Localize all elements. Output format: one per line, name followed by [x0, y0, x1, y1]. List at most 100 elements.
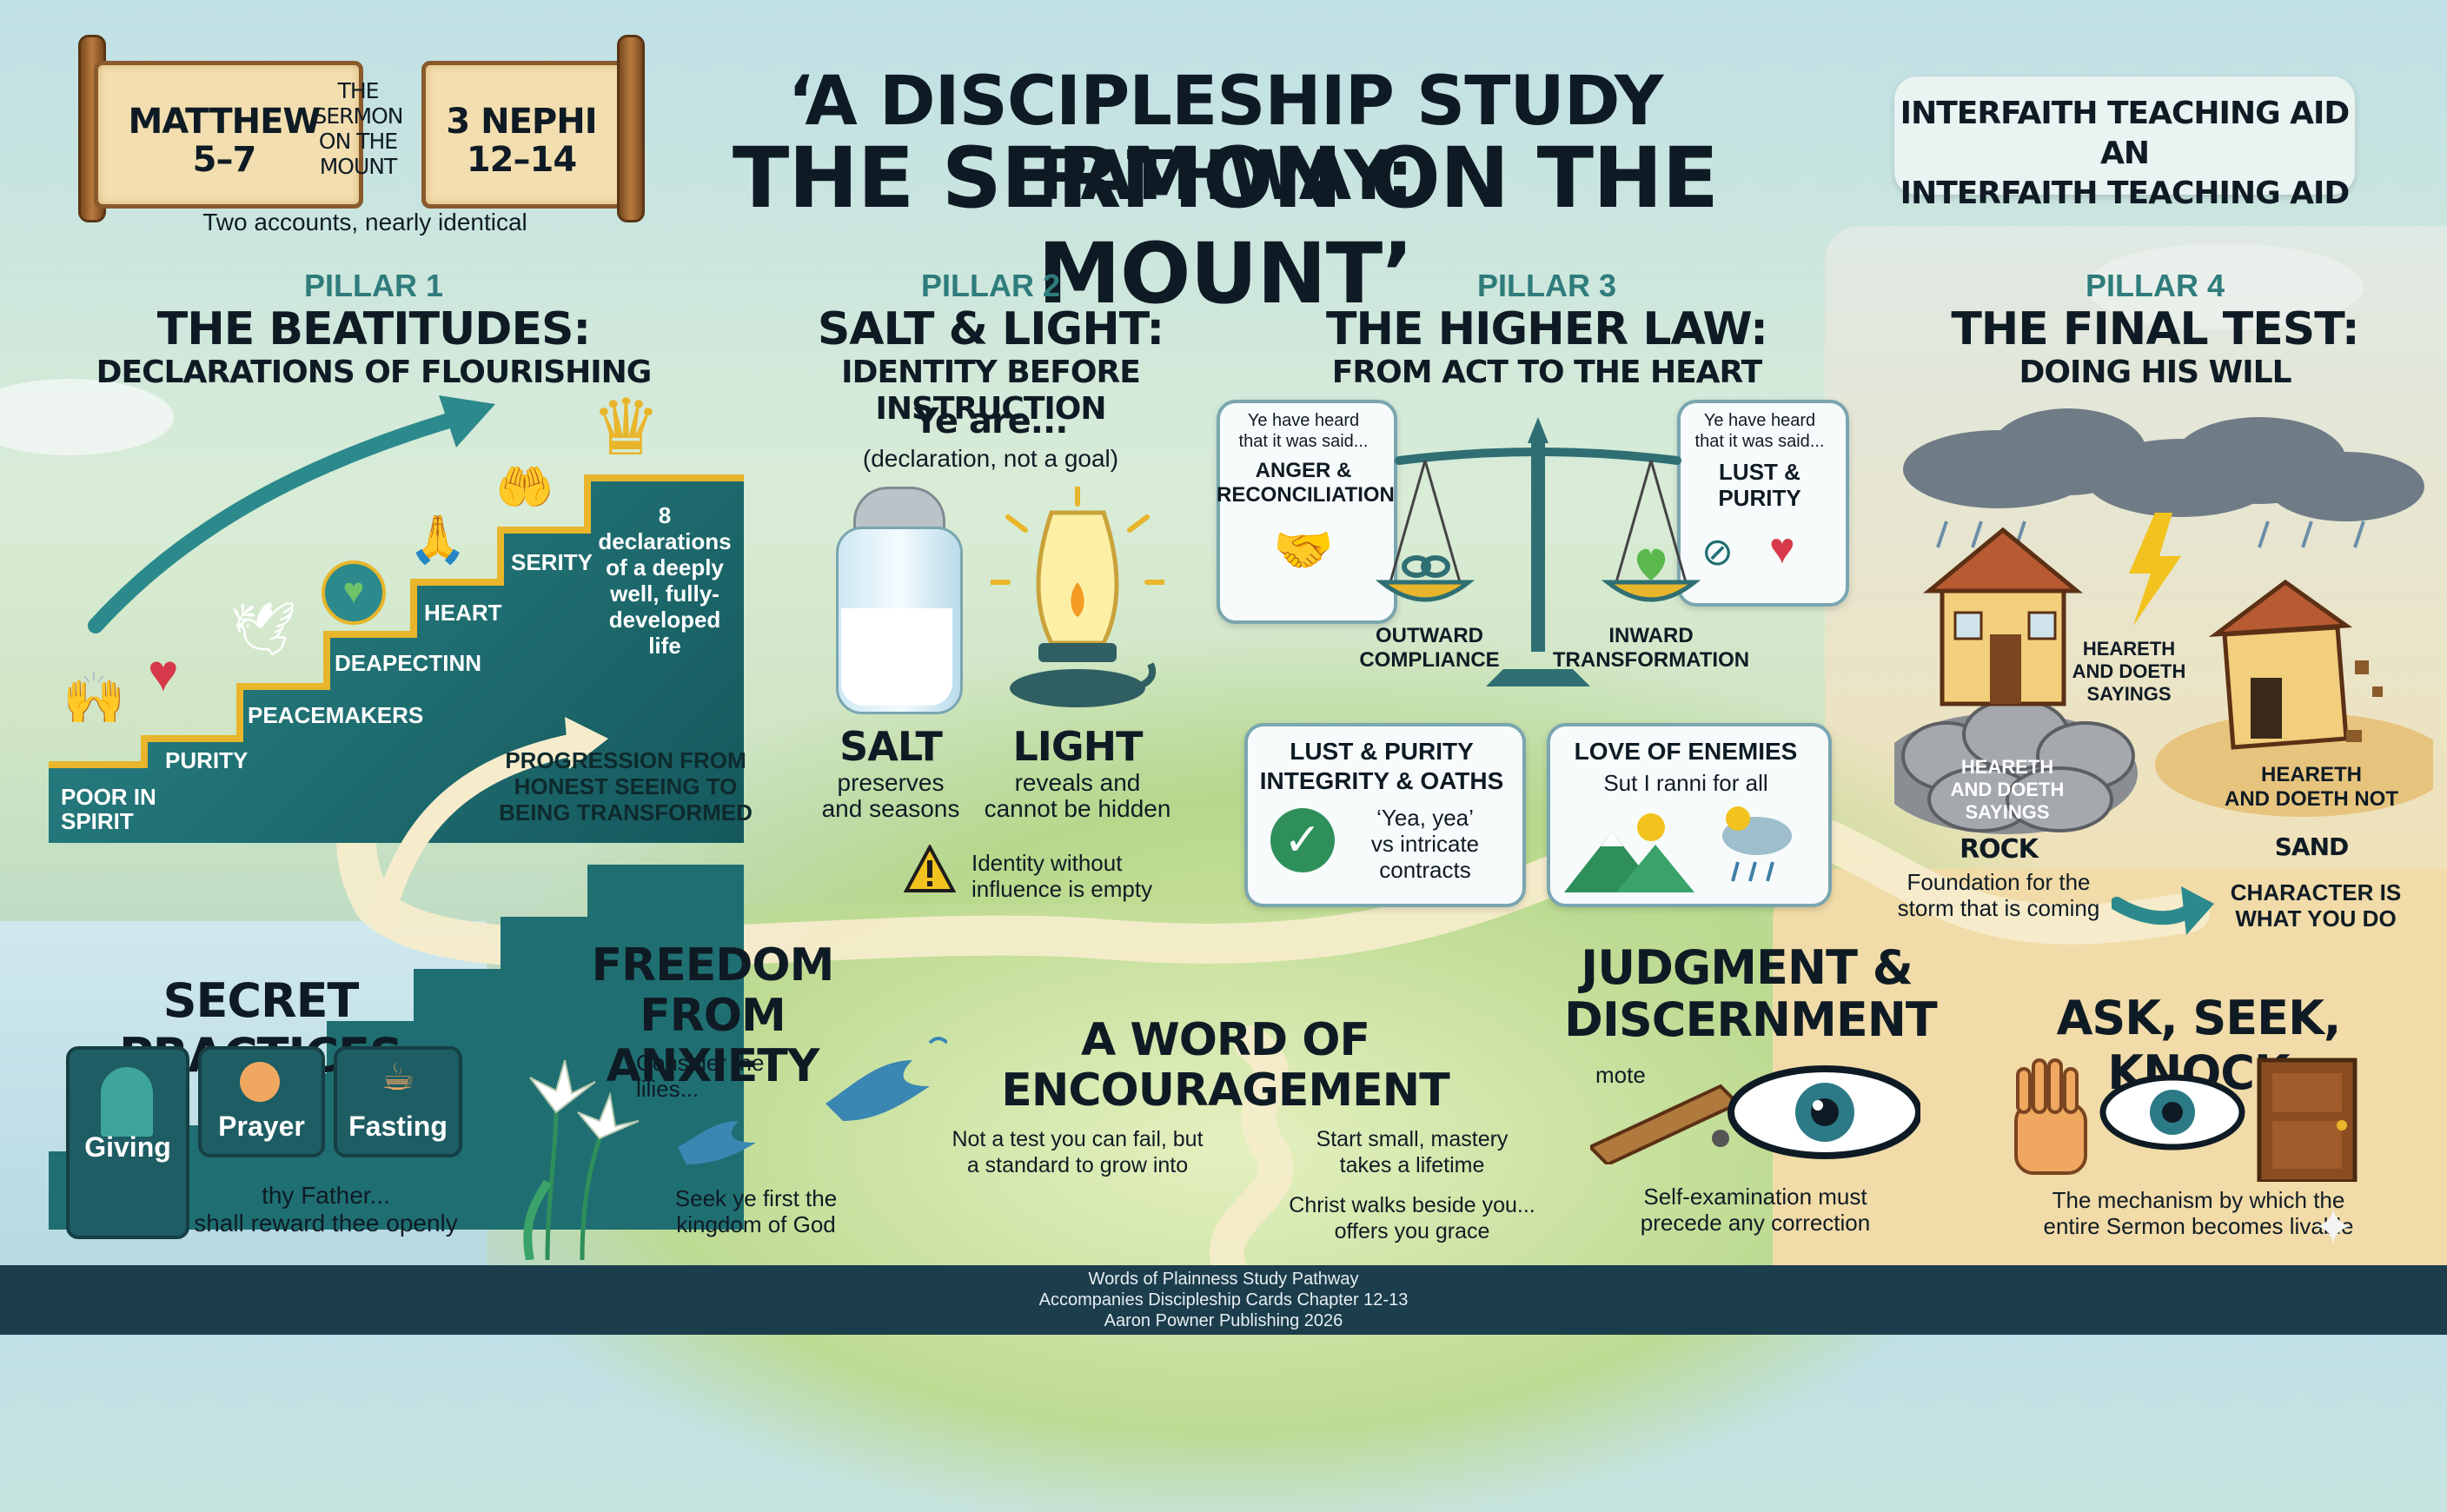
prayer-label: Prayer — [218, 1111, 305, 1142]
staircase-edge — [49, 474, 744, 768]
scroll-matthew — [94, 61, 363, 209]
light-description: reveals and cannot be hidden — [984, 769, 1171, 822]
ye-are-note: (declaration, not a goal) — [862, 445, 1119, 472]
sand-label: SAND — [2274, 832, 2350, 861]
scripture-scrolls: MATTHEW 5–7 THE SERMON ON THE MOUNT 3 NE… — [78, 35, 652, 252]
pillar1-subtitle: DECLARATIONS OF FLOURISHING — [96, 355, 653, 390]
pillar3-title: THE HIGHER LAW: — [1326, 303, 1768, 355]
step-peacemakers: PEACEMAKERS — [248, 702, 424, 728]
eye-and-beam-icon — [1590, 1065, 1920, 1164]
crossed-eye-icon: ⊘ — [1701, 531, 1734, 574]
pillar3-subtitle: FROM ACT TO THE HEART — [1331, 355, 1762, 390]
rock-house-label: HEARETH AND DOETH SAYINGS — [1950, 756, 2065, 823]
balance-scale-icon — [1375, 417, 1701, 686]
pillar4-header: PILLAR 4 THE FINAL TEST: DOING HIS WILL — [1886, 268, 2424, 391]
offering-hand-icon: 🤲 — [495, 461, 554, 514]
sand-house-label: HEARETH AND DOETH NOT — [2225, 763, 2398, 811]
freedom-title: FREEDOM FROM ANXIETY — [591, 939, 835, 1092]
step-poor-in-spirit: POOR IN SPIRIT — [61, 784, 156, 834]
pillar2-subtitle: IDENTITY BEFORE INSTRUCTION — [841, 355, 1141, 427]
pillar4-subtitle: DOING HIS WILL — [2019, 355, 2291, 390]
pillar1-title: THE BEATITUDES: — [156, 303, 591, 355]
ye-are-heading: Ye are... — [913, 401, 1069, 441]
footer-line-3: Aaron Powner Publishing 2026 — [1104, 1311, 1343, 1330]
pillar2-header: PILLAR 2 SALT & LIGHT: IDENTITY BEFORE I… — [747, 268, 1234, 428]
page-title: ‘A DISCIPLESHIP STUDY PATHWAY: — [787, 63, 1664, 216]
salt-title: SALT — [839, 723, 943, 770]
pillar1-label: PILLAR 1 — [303, 268, 443, 303]
warning-text: Identity without influence is empty — [972, 850, 1153, 902]
pillar3-header: PILLAR 3 THE HIGHER LAW: FROM ACT TO THE… — [1277, 268, 1816, 391]
heart-icon: ♥ — [1769, 524, 1795, 573]
lily-icon — [523, 1059, 640, 1260]
outward-compliance-label: OUTWARD COMPLIANCE — [1359, 624, 1500, 672]
fasting-card: ☕ Fasting — [334, 1046, 462, 1157]
scroll-center-label: THE SERMON ON THE MOUNT — [313, 78, 404, 179]
mote-label: mote — [1595, 1062, 1646, 1088]
encouragement-right-1: Start small, mastery takes a lifetime — [1316, 1127, 1509, 1177]
heart-circle-icon: ♥ — [322, 560, 386, 625]
scroll-matthew-label: MATTHEW 5–7 — [128, 102, 321, 180]
bird-icon — [826, 1037, 947, 1121]
salt-description: preserves and seasons — [821, 769, 960, 822]
dove-icon: 🕊 — [230, 600, 297, 658]
giving-label: Giving — [84, 1131, 171, 1163]
arch-window-icon — [101, 1067, 153, 1137]
pillar2-label: PILLAR 2 — [920, 268, 1060, 303]
love-card-title: LOVE OF ENEMIES — [1574, 738, 1798, 765]
progression-arrow-icon — [371, 717, 608, 930]
praying-hands-icon: 🙏 — [408, 514, 468, 566]
integrity-card-title: LUST & PURITY INTEGRITY & OATHS — [1259, 738, 1504, 794]
heart-icon: ♥ — [148, 644, 179, 702]
upward-arrow-icon — [88, 395, 495, 633]
love-card-body: Sut I ranni for all — [1603, 770, 1768, 796]
handshake-icon: 🤝 — [1273, 522, 1334, 577]
inward-transformation-label: INWARD TRANSFORMATION — [1552, 624, 1750, 672]
house-hearing-label: HEARETH AND DOETH SAYINGS — [2072, 638, 2186, 705]
warning-icon — [903, 843, 957, 893]
sun-rain-mountains-icon — [1564, 806, 1792, 892]
secret-caption: thy Father... shall reward thee openly — [194, 1182, 458, 1237]
rock-label: ROCK — [1960, 834, 2039, 865]
scroll-nephi-label: 3 NEPHI 12–14 — [446, 102, 597, 180]
salt-shaker-icon — [836, 487, 963, 714]
rock-description: Foundation for the storm that is coming — [1897, 869, 2100, 921]
coffee-cup-icon: ☕ — [381, 1056, 415, 1098]
footer-bar — [0, 1265, 2447, 1335]
judgment-caption: Self-examination must precede any correc… — [1640, 1184, 1871, 1236]
character-text: CHARACTER IS WHAT YOU DO — [2230, 879, 2402, 932]
encouragement-left: Not a test you can fail, but a standard … — [952, 1127, 1204, 1177]
sparkle-icon: ✦ — [2311, 1198, 2356, 1257]
step-serity: SERITY — [511, 549, 593, 575]
lilies-text: Consider the lilies... — [636, 1050, 765, 1102]
scroll-rod-icon — [617, 35, 645, 222]
scroll-nephi — [421, 61, 630, 209]
pillar2-title: SALT & LIGHT: — [817, 303, 1164, 355]
judgment-title: JUDGMENT & DISCERNMENT — [1564, 940, 1938, 1047]
interfaith-badge-text: INTERFAITH TEACHING AID AN INTERFAITH TE… — [1900, 96, 2351, 211]
footer-line-1: Words of Plainness Study Pathway — [1088, 1270, 1359, 1289]
encouragement-title: A WORD OF ENCOURAGEMENT — [1001, 1014, 1449, 1117]
light-title: LIGHT — [1012, 723, 1143, 770]
open-hands-icon: 🙌 — [63, 670, 126, 726]
interfaith-badge — [1894, 76, 2355, 195]
page-subtitle: THE SERMON ON THE MOUNT’ — [732, 129, 1719, 322]
pillar3-label: PILLAR 3 — [1476, 268, 1616, 303]
fasting-label: Fasting — [348, 1111, 448, 1142]
integrity-card-body: ‘Yea, yea’ vs intricate contracts — [1370, 805, 1480, 883]
step-top-box: 8 declarations of a deeply well, fully- … — [598, 502, 732, 659]
checkmark-icon: ✓ — [1270, 808, 1335, 872]
anger-speech-bubble — [1217, 400, 1397, 624]
progression-text: PROGRESSION FROM HONEST SEEING TO BEING … — [499, 747, 753, 826]
footer-line-2: Accompanies Discipleship Cards Chapter 1… — [1038, 1290, 1409, 1310]
lust-speech-bubble — [1677, 400, 1849, 607]
ask-caption: The mechanism by which the entire Sermon… — [2043, 1187, 2354, 1239]
anger-bubble-intro: Ye have heard that it was said... — [1238, 411, 1369, 451]
prayer-card: Prayer — [198, 1046, 325, 1157]
lamp-icon — [988, 484, 1167, 713]
beatitudes-staircase: POOR IN SPIRIT PURITY PEACEMAKERS DEAPEC… — [0, 382, 765, 1230]
giving-card: Giving — [66, 1046, 189, 1239]
lust-bubble-title: LUST & PURITY — [1718, 459, 1801, 511]
pillar1-header: PILLAR 1 THE BEATITUDES: DECLARATIONS OF… — [78, 268, 669, 391]
step-purity: PURITY — [165, 747, 249, 773]
